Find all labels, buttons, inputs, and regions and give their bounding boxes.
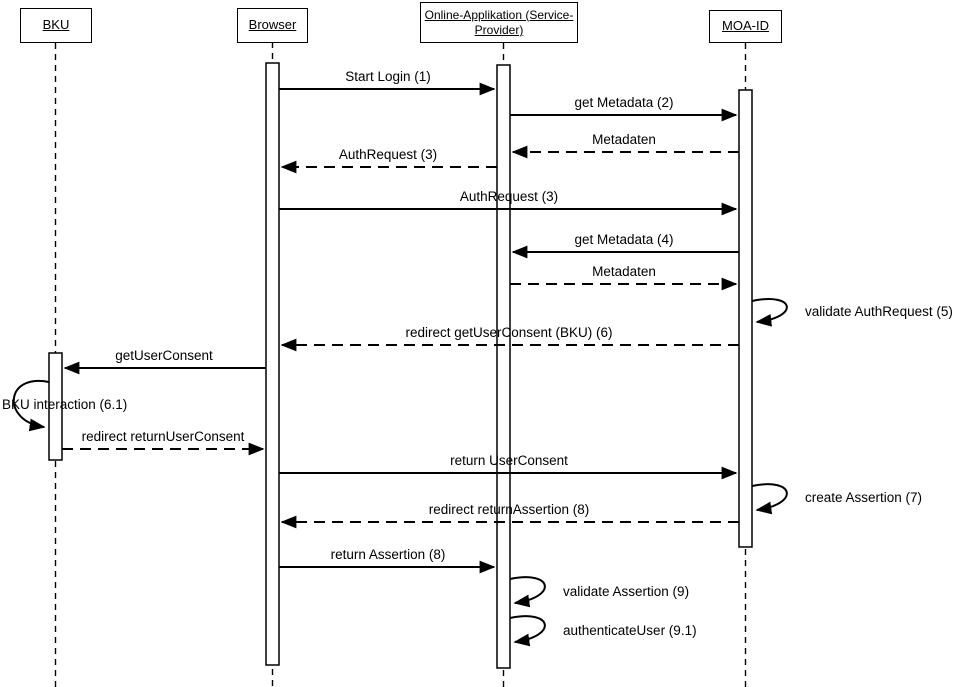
metadaten-response-2-label: Metadaten [592, 132, 656, 147]
return-assertion-label: return Assertion (8) [330, 547, 446, 562]
authrequest-redirect-label: AuthRequest (3) [338, 147, 438, 162]
self-loop-create-assertion [751, 483, 788, 515]
actor-label-moa-id: MOA-ID [722, 18, 769, 34]
activation-bar-browser [265, 62, 280, 666]
redirect-returnassertion-label: redirect returnAssertion (8) [428, 502, 590, 517]
activation-bar-bku [48, 352, 63, 461]
self-loop-validate-authrequest [751, 298, 788, 327]
self-loop-authenticateuser [509, 615, 546, 647]
actor-box-bku: BKU [20, 8, 92, 43]
create-assertion-label: create Assertion (7) [805, 490, 923, 505]
get-metadata-2-label: get Metadata (2) [574, 95, 674, 110]
start-login-label: Start Login (1) [345, 69, 431, 84]
validate-assertion-label: validate Assertion (9) [563, 584, 690, 599]
actor-box-browser: Browser [237, 8, 308, 43]
self-loop-bku-interaction [12, 379, 50, 432]
authenticateuser-label: authenticateUser (9.1) [563, 623, 697, 638]
getuserconsent-label: getUserConsent [115, 348, 213, 363]
actor-label-browser: Browser [248, 17, 297, 33]
metadaten-response-4-label: Metadaten [592, 264, 656, 279]
redirect-getuserconsent-label: redirect getUserConsent (BKU) (6) [405, 325, 613, 340]
actor-box-moa-id: MOA-ID [709, 10, 782, 43]
authrequest-label: AuthRequest (3) [459, 189, 559, 204]
actor-box-online-app: Online-Applikation (Service-Provider) [420, 2, 578, 43]
redirect-returnuserconsent-label: redirect returnUserConsent [81, 429, 245, 444]
self-loop-validate-assertion [509, 576, 546, 608]
bku-interaction-label: BKU interaction (6.1) [2, 397, 128, 412]
actor-label-bku: BKU [42, 17, 70, 33]
activation-bar-moa-id [738, 89, 753, 548]
return-userconsent-label: return UserConsent [450, 453, 568, 468]
get-metadata-4-label: get Metadata (4) [574, 232, 674, 247]
actor-label-online-app: Online-Applikation (Service-Provider) [424, 7, 574, 37]
activation-bar-online-app [496, 64, 511, 669]
validate-authrequest-label: validate AuthRequest (5) [805, 304, 953, 319]
